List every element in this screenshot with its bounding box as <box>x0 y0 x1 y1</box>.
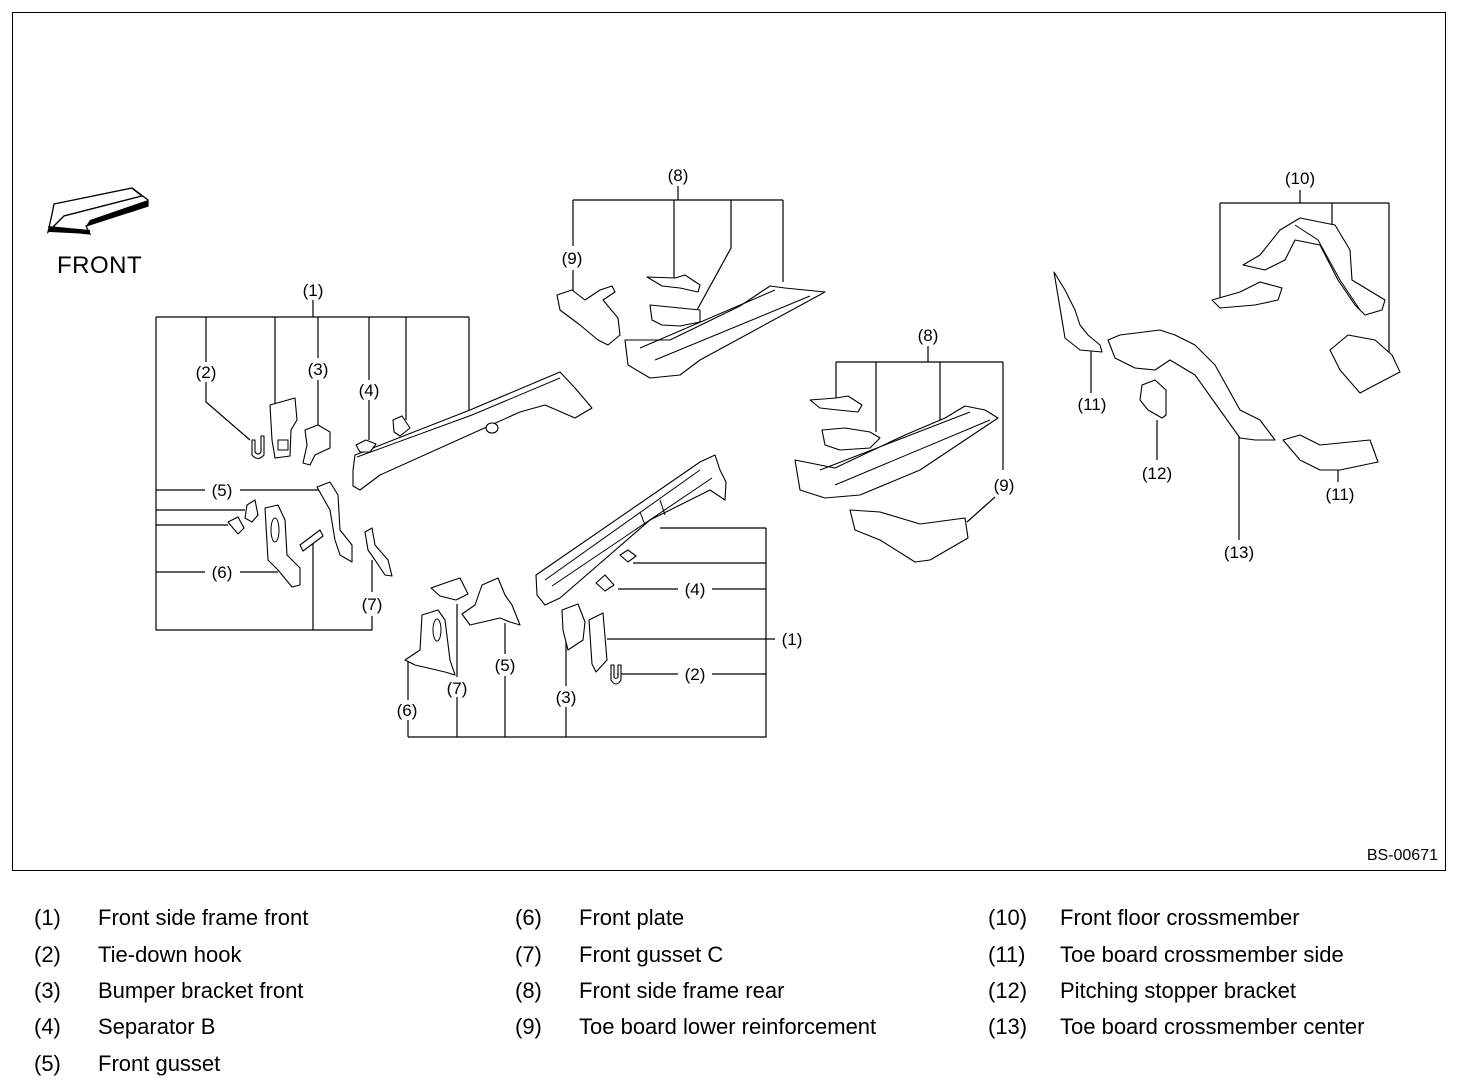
callout-12: (12) <box>1142 464 1172 483</box>
callout-11: (11) <box>1078 395 1107 414</box>
callout-1: (1) <box>782 630 803 649</box>
legend-item: (12) Pitching stopper bracket <box>988 973 1364 1009</box>
callout-2: (2) <box>685 665 706 684</box>
legend-part-name: Pitching stopper bracket <box>1060 977 1297 1003</box>
legend-part-name: Front side frame front <box>98 905 309 931</box>
legend-number: (8) <box>515 977 542 1003</box>
rear-upper-parts <box>556 274 826 379</box>
legend-item: (1) Front side frame front <box>34 900 308 936</box>
legend-column-2: (6) Front plate (7) Front gusset C (8) Fron… <box>515 900 876 1046</box>
callout-3: (3) <box>556 688 577 707</box>
legend-part-name: Front side frame rear <box>579 977 785 1003</box>
legend-part-name: Tie-down hook <box>98 941 242 967</box>
legend-number: (6) <box>515 905 542 931</box>
callout-5: (5) <box>495 656 516 675</box>
floor-group-parts <box>1053 217 1401 471</box>
callout-1: (1) <box>303 281 324 300</box>
legend-item: (2) Tie-down hook <box>34 936 308 972</box>
callout-7: (7) <box>447 679 468 698</box>
legend-item: (11) Toe board crossmember side <box>988 936 1364 972</box>
legend-number: (2) <box>34 941 61 967</box>
diagram-frame <box>12 12 1446 871</box>
legend-column-1: (1) Front side frame front (2) Tie-down ho… <box>34 900 308 1082</box>
callout-8: (8) <box>668 166 689 185</box>
legend-part-name: Toe board crossmember center <box>1060 1014 1365 1040</box>
legend-number: (9) <box>515 1014 542 1040</box>
legend-number: (7) <box>515 941 542 967</box>
legend-number: (5) <box>34 1050 61 1076</box>
legend-number: (1) <box>34 905 61 931</box>
legend-part-name: Front gusset C <box>579 941 724 967</box>
legend-part-name: Front floor crossmember <box>1060 905 1300 931</box>
center-group-leaders <box>407 527 775 738</box>
legend-part-name: Front plate <box>579 905 685 931</box>
floor-group-leaders <box>1090 190 1390 540</box>
front-arrow-icon <box>46 187 149 235</box>
legend-item: (8) Front side frame rear <box>515 973 876 1009</box>
diagram-drawing: (1) (2) (3) (4) (5) (6) (7) (1) (2) (3) … <box>46 166 1401 738</box>
callout-7: (7) <box>362 595 383 614</box>
legend-number: (13) <box>988 1014 1028 1040</box>
legend-item: (9) Toe board lower reinforcement <box>515 1009 876 1045</box>
legend-item: (10) Front floor crossmember <box>988 900 1364 936</box>
center-group-parts <box>404 454 727 685</box>
figure-id: BS-00671 <box>1366 847 1438 864</box>
callout-8: (8) <box>918 326 939 345</box>
legend-part-name: Separator B <box>98 1014 216 1040</box>
legend-part-name: Front gusset <box>98 1050 221 1076</box>
callout-6: (6) <box>397 701 418 720</box>
legend-number: (12) <box>988 977 1028 1003</box>
callout-2: (2) <box>196 363 217 382</box>
legend-item: (3) Bumper bracket front <box>34 973 308 1009</box>
legend-number: (11) <box>988 941 1026 967</box>
callout-5: (5) <box>212 481 233 500</box>
legend-item: (7) Front gusset C <box>515 936 876 972</box>
callout-4: (4) <box>685 580 706 599</box>
callout-labels: (1) (2) (3) (4) (5) (6) (7) (1) (2) (3) … <box>196 166 1355 720</box>
legend-part-name: Toe board lower reinforcement <box>579 1014 877 1040</box>
legend-part-name: Toe board crossmember side <box>1060 941 1344 967</box>
front-direction-label: FRONT <box>57 252 143 279</box>
legend-number: (3) <box>34 977 61 1003</box>
left-group-parts <box>227 371 593 588</box>
rear-lower-leaders <box>835 346 1004 523</box>
legend-item: (4) Separator B <box>34 1009 308 1045</box>
callout-9: (9) <box>562 249 583 268</box>
callout-4: (4) <box>359 381 380 400</box>
callout-3: (3) <box>308 360 329 379</box>
callout-6: (6) <box>212 563 233 582</box>
legend-item: (5) Front gusset <box>34 1046 308 1082</box>
callout-11: (11) <box>1326 485 1355 504</box>
legend-number: (10) <box>988 905 1028 931</box>
legend-part-name: Bumper bracket front <box>98 977 304 1003</box>
legend-column-3: (10) Front floor crossmember (11) Toe boar… <box>988 900 1364 1046</box>
exploded-parts-diagram: (1) (2) (3) (4) (5) (6) (7) (1) (2) (3) … <box>12 12 1446 871</box>
parts-legend: (1) Front side frame front (2) Tie-down ho… <box>0 900 1460 1092</box>
callout-13: (13) <box>1224 543 1254 562</box>
callout-9: (9) <box>994 476 1015 495</box>
rear-lower-parts <box>794 395 999 563</box>
legend-item: (6) Front plate <box>515 900 876 936</box>
legend-item: (13) Toe board crossmember center <box>988 1009 1364 1045</box>
callout-10: (10) <box>1285 169 1315 188</box>
left-group-leaders <box>155 300 470 631</box>
legend-number: (4) <box>34 1014 61 1040</box>
rear-upper-leaders <box>572 186 784 311</box>
